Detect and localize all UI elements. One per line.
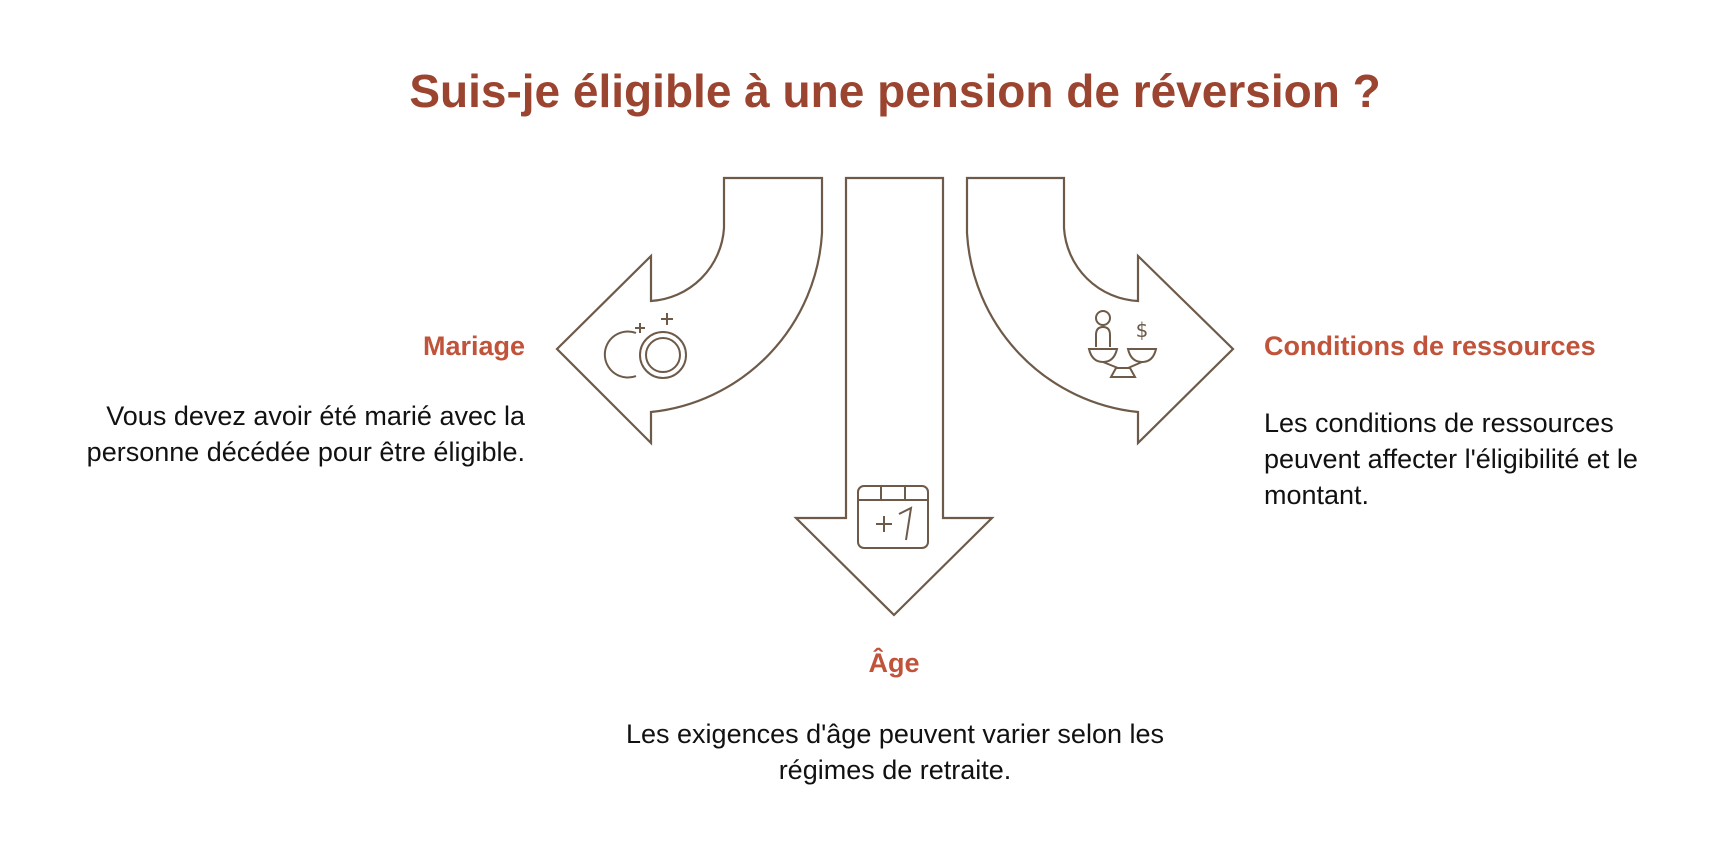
down-arrow bbox=[793, 176, 995, 617]
page-title: Suis-je éligible à une pension de révers… bbox=[409, 65, 1381, 117]
balance-scale-icon: $ bbox=[1087, 310, 1158, 378]
ressources-description: Les conditions de ressources peuvent aff… bbox=[1264, 408, 1638, 510]
age-description: Les exigences d'âge peuvent varier selon… bbox=[626, 719, 1164, 785]
right-arrow bbox=[965, 176, 1235, 446]
calendar-plus-one-icon bbox=[857, 485, 929, 549]
mariage-description: Vous devez avoir été marié avec la perso… bbox=[86, 401, 525, 467]
svg-text:$: $ bbox=[1136, 318, 1149, 342]
mariage-heading: Mariage bbox=[422, 331, 525, 361]
wedding-rings-icon bbox=[603, 313, 687, 379]
age-heading: Âge bbox=[868, 648, 920, 678]
ressources-heading: Conditions de ressources bbox=[1264, 331, 1596, 361]
left-arrow bbox=[555, 176, 824, 446]
